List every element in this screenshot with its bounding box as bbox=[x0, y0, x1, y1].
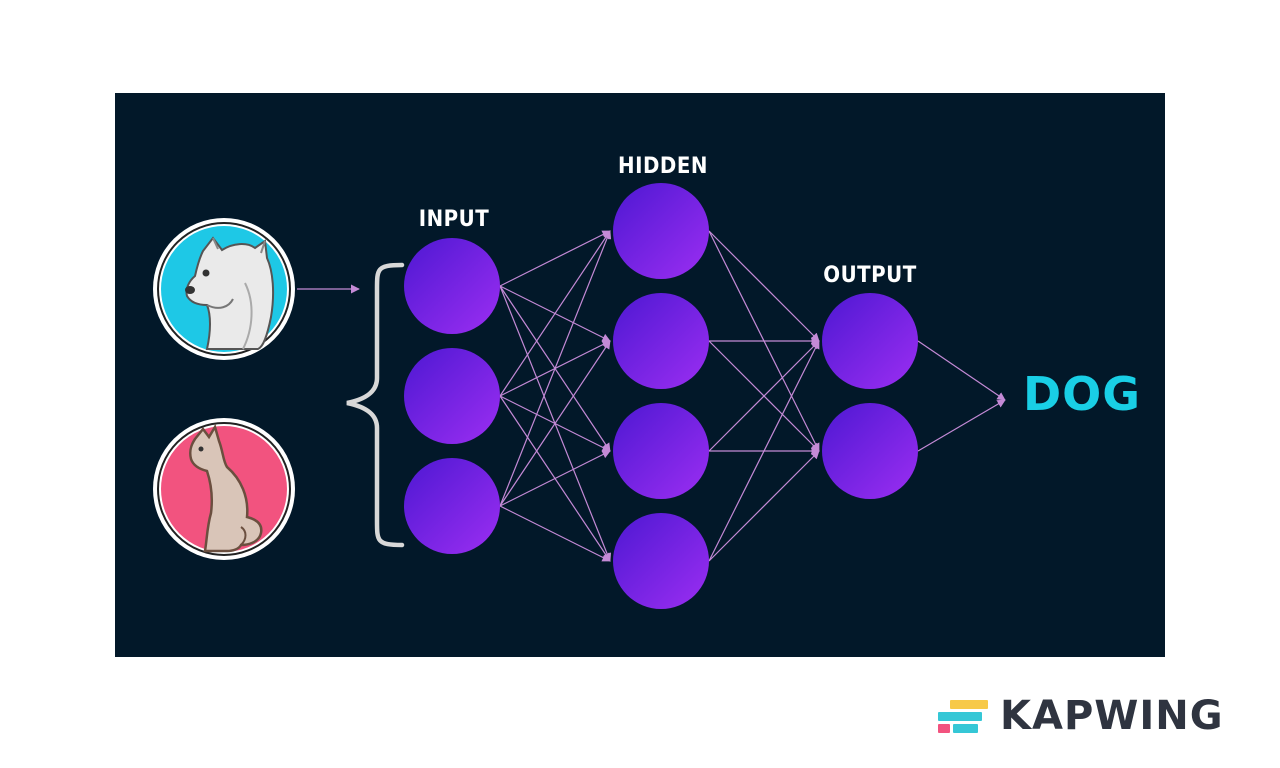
input-node-2 bbox=[404, 348, 500, 444]
diagram-panel: INPUT HIDDEN OUTPUT DOG bbox=[115, 93, 1165, 657]
hidden-node-1 bbox=[613, 183, 709, 279]
edge-0-0-0 bbox=[499, 230, 611, 287]
watermark-text: KAPWING bbox=[1000, 693, 1224, 739]
edge-1-0-0 bbox=[708, 230, 820, 342]
edge-output-1 bbox=[917, 399, 1006, 452]
edge-0-2-2 bbox=[499, 450, 611, 507]
dog-icon bbox=[153, 218, 295, 360]
edge-output-0 bbox=[917, 340, 1006, 401]
edge-1-3-1 bbox=[708, 450, 820, 562]
kapwing-logo-icon bbox=[938, 700, 988, 733]
edge-0-2-0 bbox=[499, 230, 612, 507]
kapwing-watermark: KAPWING bbox=[936, 693, 1224, 739]
neural-network-diagram: INPUT HIDDEN OUTPUT DOG bbox=[153, 154, 1141, 609]
output-label: OUTPUT bbox=[823, 263, 916, 288]
result-label: DOG bbox=[1023, 367, 1141, 421]
nodes bbox=[404, 183, 918, 609]
hidden-node-4 bbox=[613, 513, 709, 609]
output-node-1 bbox=[822, 293, 918, 389]
input-bracket bbox=[346, 262, 405, 548]
edge-1-2-0 bbox=[708, 340, 820, 452]
hidden-node-2 bbox=[613, 293, 709, 389]
hidden-node-3 bbox=[613, 403, 709, 499]
hidden-label: HIDDEN bbox=[618, 154, 708, 179]
input-node-3 bbox=[404, 458, 500, 554]
output-node-2 bbox=[822, 403, 918, 499]
connections bbox=[499, 230, 1006, 562]
edge-0-1-0 bbox=[499, 230, 611, 397]
edge-0-2-3 bbox=[499, 505, 611, 562]
edge-1-3-0 bbox=[708, 340, 820, 562]
edge-0-2-1 bbox=[499, 340, 611, 507]
input-node-1 bbox=[404, 238, 500, 334]
input-label: INPUT bbox=[419, 207, 490, 232]
cat-icon bbox=[153, 418, 295, 560]
